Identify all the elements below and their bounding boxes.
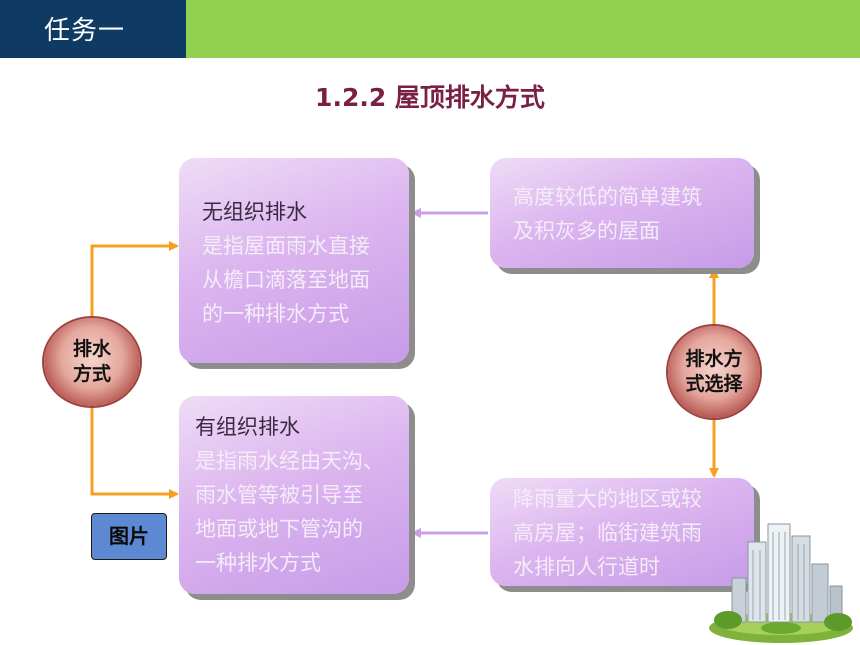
organized-heading: 有组织排水 xyxy=(195,415,300,439)
header-dark-bar xyxy=(0,0,186,58)
circle-left-line-2: 方式 xyxy=(72,363,111,385)
high-rain-line-2: 高房屋；临街建筑雨 xyxy=(513,521,702,545)
high-rain-line-3: 水排向人行道时 xyxy=(513,555,660,579)
circle-right-line-2: 式选择 xyxy=(685,373,743,395)
box-high-rain: 降雨量大的地区或较 高房屋；临街建筑雨 水排向人行道时 xyxy=(490,478,754,586)
unorganized-line-2: 从檐口滴落至地面 xyxy=(202,268,370,292)
low-building-line-2: 及积灰多的屋面 xyxy=(513,219,660,243)
circle-right-line-1: 排水方 xyxy=(685,348,743,370)
page-title: 1.2.2 屋顶排水方式 xyxy=(315,83,545,112)
organized-line-1: 是指雨水经由天沟、 xyxy=(195,449,384,473)
organized-line-4: 一种排水方式 xyxy=(195,551,321,575)
header-green-bar xyxy=(186,0,860,58)
circle-method-selection: 排水方 式选择 xyxy=(668,326,760,418)
picture-button[interactable]: 图片 xyxy=(91,513,167,560)
low-building-line-1: 高度较低的简单建筑 xyxy=(513,185,702,209)
box-organized-drainage: 有组织排水 是指雨水经由天沟、 雨水管等被引导至 地面或地下管沟的 一种排水方式 xyxy=(179,396,409,594)
circle-left-line-1: 排水 xyxy=(72,338,111,360)
arrow-to-unorganized xyxy=(90,241,179,330)
arrow-to-organized xyxy=(90,405,179,499)
organized-line-2: 雨水管等被引导至 xyxy=(195,483,363,507)
task-label: 任务一 xyxy=(44,16,126,46)
unorganized-line-1: 是指屋面雨水直接 xyxy=(202,234,370,258)
organized-line-3: 地面或地下管沟的 xyxy=(195,517,363,541)
unorganized-heading: 无组织排水 xyxy=(202,200,307,224)
city-buildings-illustration xyxy=(709,523,853,643)
unorganized-line-3: 的一种排水方式 xyxy=(202,302,349,326)
high-rain-line-1: 降雨量大的地区或较 xyxy=(513,487,702,511)
box-unorganized-drainage: 无组织排水 是指屋面雨水直接 从檐口滴落至地面 的一种排水方式 xyxy=(179,158,409,363)
circle-drainage-method: 排水 方式 xyxy=(44,318,140,406)
box-low-building: 高度较低的简单建筑 及积灰多的屋面 xyxy=(490,158,754,268)
